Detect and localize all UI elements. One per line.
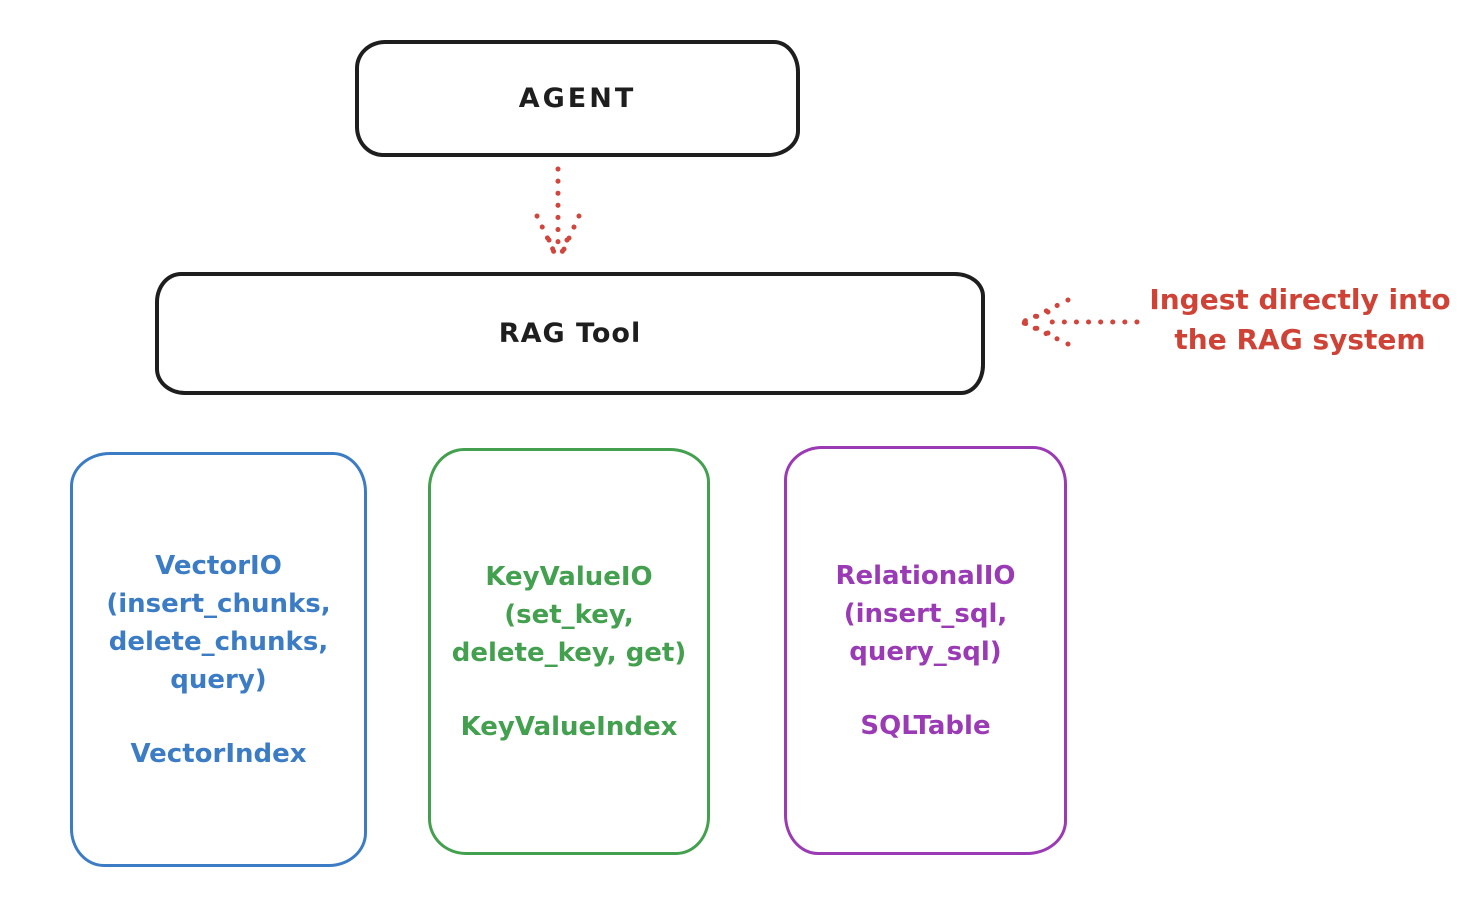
keyvalue-index-label: KeyValueIndex bbox=[460, 711, 678, 742]
ingest-arrow bbox=[1019, 297, 1140, 347]
keyvalue-io-line: KeyValueIO bbox=[485, 561, 653, 592]
card-vector-io: VectorIO (insert_chunks, delete_chunks, … bbox=[70, 452, 367, 867]
card-keyvalue-io: KeyValueIO (set_key, delete_key, get) Ke… bbox=[428, 448, 710, 855]
ingest-annotation-line-1: Ingest directly into bbox=[1149, 283, 1451, 316]
vector-io-line: VectorIO bbox=[155, 550, 282, 581]
sql-table-label: SQLTable bbox=[860, 710, 991, 741]
ingest-annotation: Ingest directly into the RAG system bbox=[1135, 280, 1465, 360]
agent-label: AGENT bbox=[518, 83, 637, 114]
keyvalue-io-line: delete_key, get) bbox=[451, 637, 687, 668]
vector-io-line: (insert_chunks, bbox=[106, 588, 331, 619]
agent-to-ragtool-arrow bbox=[534, 166, 582, 265]
rag-tool-label: RAG Tool bbox=[498, 318, 642, 349]
relational-io-line: (insert_sql, bbox=[843, 598, 1008, 629]
rag-tool-node: RAG Tool bbox=[155, 272, 985, 395]
agent-node: AGENT bbox=[355, 40, 800, 157]
relational-io-line: RelationalIO bbox=[835, 560, 1016, 591]
vector-io-line: delete_chunks, bbox=[108, 626, 329, 657]
keyvalue-io-line: (set_key, bbox=[504, 599, 634, 630]
card-relational-io: RelationalIO (insert_sql, query_sql) SQL… bbox=[784, 446, 1067, 855]
relational-io-line: query_sql) bbox=[849, 636, 1002, 667]
ingest-annotation-line-2: the RAG system bbox=[1174, 323, 1426, 356]
vector-index-label: VectorIndex bbox=[130, 738, 307, 769]
vector-io-line: query) bbox=[170, 664, 267, 695]
